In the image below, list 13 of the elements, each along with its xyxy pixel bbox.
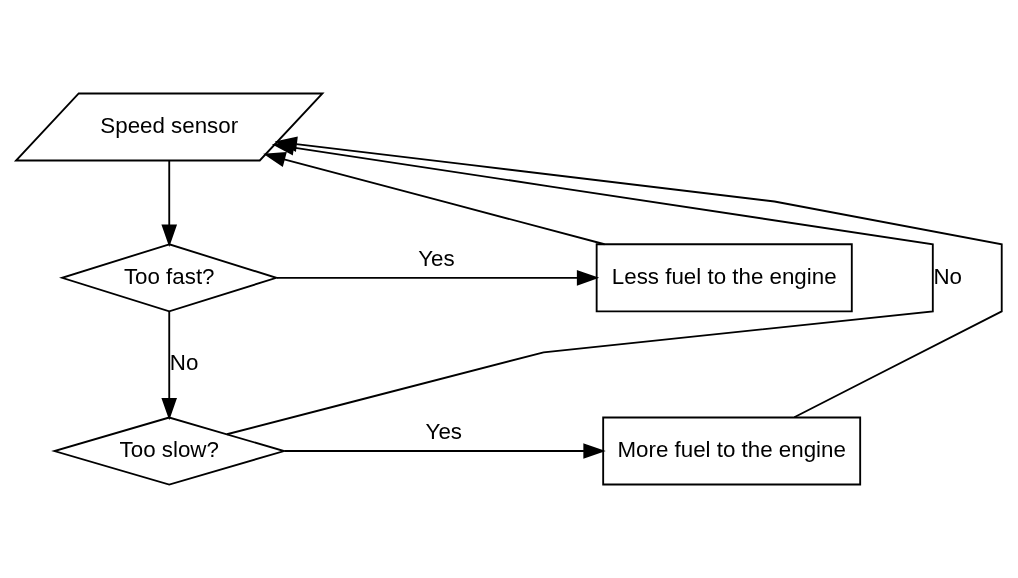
edge-label: No bbox=[933, 263, 962, 289]
node-diamond: Too fast? bbox=[59, 243, 280, 313]
edge-label: Yes bbox=[418, 245, 455, 271]
node-box: More fuel to the engine bbox=[602, 416, 862, 486]
arrow bbox=[161, 310, 178, 421]
arrow bbox=[283, 443, 606, 459]
arrow bbox=[275, 270, 600, 286]
arrow bbox=[263, 151, 606, 246]
edge-label: No bbox=[169, 350, 199, 376]
edge-label: Yes bbox=[425, 419, 462, 445]
node-box: Less fuel to the engine bbox=[595, 243, 853, 313]
arrow bbox=[274, 136, 1003, 419]
arrow bbox=[161, 159, 178, 247]
